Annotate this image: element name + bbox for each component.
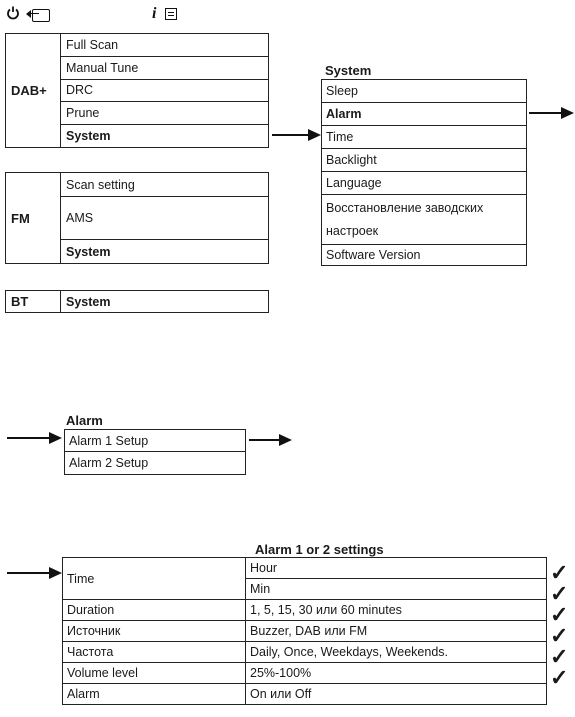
system-item-alarm[interactable]: Alarm — [322, 103, 526, 126]
check-marks: ✓ ✓ ✓ ✓ ✓ ✓ — [550, 560, 569, 690]
settings-row-name: Alarm — [62, 683, 246, 705]
dab-group: DAB+ Full Scan Manual Tune DRC Prune Sys… — [5, 33, 269, 148]
check-icon: ✓ — [550, 665, 569, 690]
fm-label: FM — [6, 173, 61, 263]
settings-hour[interactable]: Hour — [245, 557, 547, 579]
dab-item-full-scan[interactable]: Full Scan — [61, 34, 268, 57]
menu-icon — [164, 8, 177, 21]
system-menu-title: System — [325, 63, 372, 78]
dab-label: DAB+ — [6, 34, 61, 147]
settings-row-name: Volume level — [62, 662, 246, 684]
alarm-item-1-setup[interactable]: Alarm 1 Setup — [65, 430, 245, 452]
info-icon: i — [152, 5, 157, 23]
dab-item-drc[interactable]: DRC — [61, 80, 268, 103]
bt-item-system[interactable]: System — [66, 294, 111, 309]
dab-item-system[interactable]: System — [66, 129, 111, 144]
check-icon: ✓ — [550, 644, 569, 669]
check-icon: ✓ — [550, 560, 569, 585]
system-item-software-version[interactable]: Software Version — [326, 248, 421, 262]
arrow-icon — [272, 129, 321, 141]
power-icon — [6, 6, 20, 24]
alarm-menu: Alarm 1 Setup Alarm 2 Setup — [64, 429, 246, 475]
settings-row-name: Частота — [62, 641, 246, 663]
fm-group: FM Scan setting AMS System — [5, 172, 269, 264]
settings-row-value[interactable]: Buzzer, DAB или FM — [245, 620, 547, 642]
settings-row-value[interactable]: On или Off — [245, 683, 547, 705]
fm-item-system[interactable]: System — [66, 244, 111, 259]
system-item-sleep[interactable]: Sleep — [322, 80, 526, 103]
arrow-icon — [249, 434, 292, 446]
check-icon: ✓ — [550, 623, 569, 648]
system-menu: Sleep Alarm Time Backlight Language Восс… — [321, 79, 527, 266]
settings-row-value[interactable]: 1, 5, 15, 30 или 60 minutes — [245, 599, 547, 621]
settings-row-value[interactable]: 25%-100% — [245, 662, 547, 684]
factory-reset-line2: настроек — [326, 223, 379, 238]
back-arrow-icon — [26, 8, 51, 22]
bt-label: BT — [6, 291, 61, 312]
arrow-icon — [529, 107, 574, 119]
settings-min[interactable]: Min — [245, 578, 547, 600]
settings-row-name: Duration — [62, 599, 246, 621]
check-icon: ✓ — [550, 581, 569, 606]
system-item-time[interactable]: Time — [322, 126, 526, 149]
settings-row-value[interactable]: Daily, Once, Weekdays, Weekends. — [245, 641, 547, 663]
bt-group: BT System — [5, 290, 269, 313]
factory-reset-line1: Восстановление заводских — [326, 200, 484, 215]
alarm-item-2-setup[interactable]: Alarm 2 Setup — [69, 456, 149, 470]
settings-time-label: Time — [62, 557, 246, 600]
arrow-icon — [7, 432, 62, 444]
system-item-backlight[interactable]: Backlight — [322, 149, 526, 172]
settings-row-name: Источник — [62, 620, 246, 642]
alarm-menu-title: Alarm — [66, 413, 103, 428]
settings-title: Alarm 1 or 2 settings — [255, 542, 384, 557]
system-item-factory-reset[interactable]: Восстановление заводских настроек — [322, 195, 526, 245]
system-item-language[interactable]: Language — [322, 172, 526, 195]
fm-item-ams[interactable]: AMS — [61, 197, 268, 240]
dab-item-prune[interactable]: Prune — [61, 102, 268, 126]
dab-item-manual-tune[interactable]: Manual Tune — [61, 57, 268, 80]
fm-item-scan-setting[interactable]: Scan setting — [61, 173, 268, 197]
check-icon: ✓ — [550, 602, 569, 627]
arrow-icon — [7, 567, 62, 579]
top-icons — [6, 6, 51, 24]
top-icons-right: i — [152, 5, 177, 23]
